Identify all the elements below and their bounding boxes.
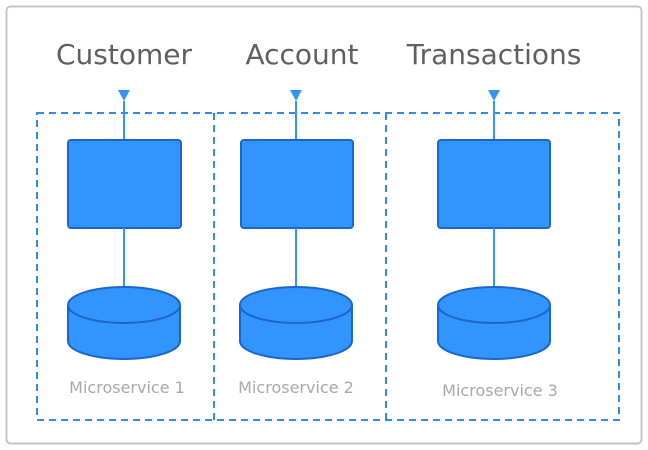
service-box bbox=[240, 139, 354, 229]
services-dashed-border bbox=[36, 112, 620, 421]
service-box bbox=[437, 139, 551, 229]
service-box bbox=[67, 139, 182, 229]
service-title-transactions: Transactions bbox=[406, 38, 582, 71]
database-cylinder-icon bbox=[437, 286, 551, 360]
arrow-down-icon bbox=[488, 90, 500, 140]
microservice-2: Account Microservice 2 bbox=[238, 38, 358, 397]
microservice-3: Transactions Microservice 3 bbox=[406, 38, 582, 400]
database-cylinder-icon bbox=[239, 286, 353, 360]
service-title-account: Account bbox=[245, 38, 358, 71]
arrow-down-icon bbox=[118, 90, 130, 140]
service-label-1: Microservice 1 bbox=[69, 378, 185, 397]
service-label-3: Microservice 3 bbox=[442, 381, 558, 400]
services-container bbox=[36, 112, 620, 421]
database-cylinder-icon bbox=[67, 286, 181, 360]
microservice-1: Customer Microservice 1 bbox=[56, 38, 192, 397]
service-title-customer: Customer bbox=[56, 38, 192, 71]
arrow-down-icon bbox=[290, 90, 302, 140]
service-label-2: Microservice 2 bbox=[238, 378, 354, 397]
